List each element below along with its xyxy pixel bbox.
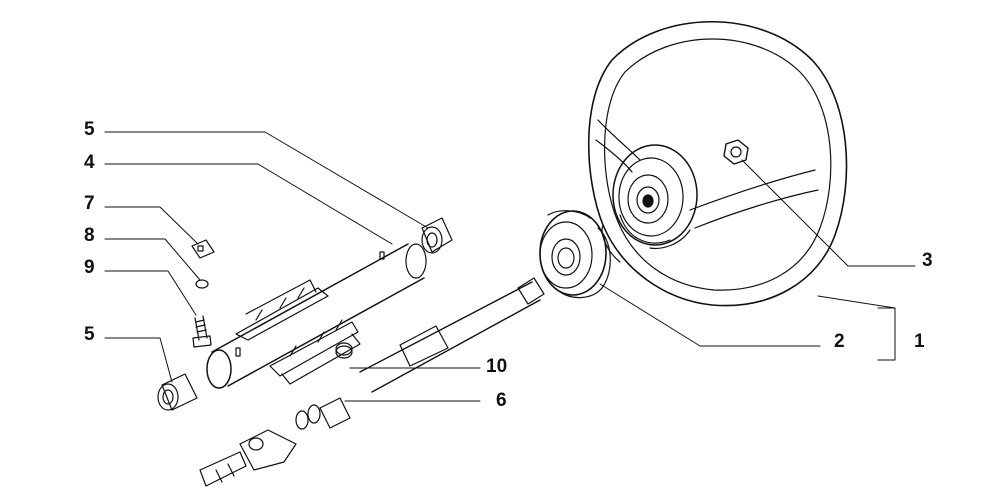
column-tube-4	[206, 243, 427, 389]
callout-3: 3	[922, 250, 933, 271]
hub-ring-2	[539, 210, 611, 299]
steering-wheel	[587, 20, 848, 307]
washer-8	[195, 279, 209, 289]
screw-9	[192, 315, 212, 348]
callout-10: 10	[486, 356, 508, 377]
clip-7	[191, 239, 215, 259]
callout-2: 2	[834, 331, 845, 352]
nut-10	[335, 342, 353, 359]
callout-9: 9	[84, 257, 95, 278]
bushing-5-lower	[157, 373, 198, 411]
callout-5-lower: 5	[84, 324, 95, 345]
callout-7: 7	[84, 193, 95, 214]
callout-5-upper: 5	[84, 119, 95, 140]
bushing-5-upper	[421, 217, 453, 254]
leader-lines	[104, 131, 916, 402]
callout-8: 8	[84, 225, 95, 246]
nut-3	[723, 139, 749, 165]
steering-shaft-6	[199, 277, 545, 487]
callout-6: 6	[496, 390, 507, 411]
callout-1: 1	[914, 331, 925, 352]
callout-4: 4	[84, 152, 95, 173]
